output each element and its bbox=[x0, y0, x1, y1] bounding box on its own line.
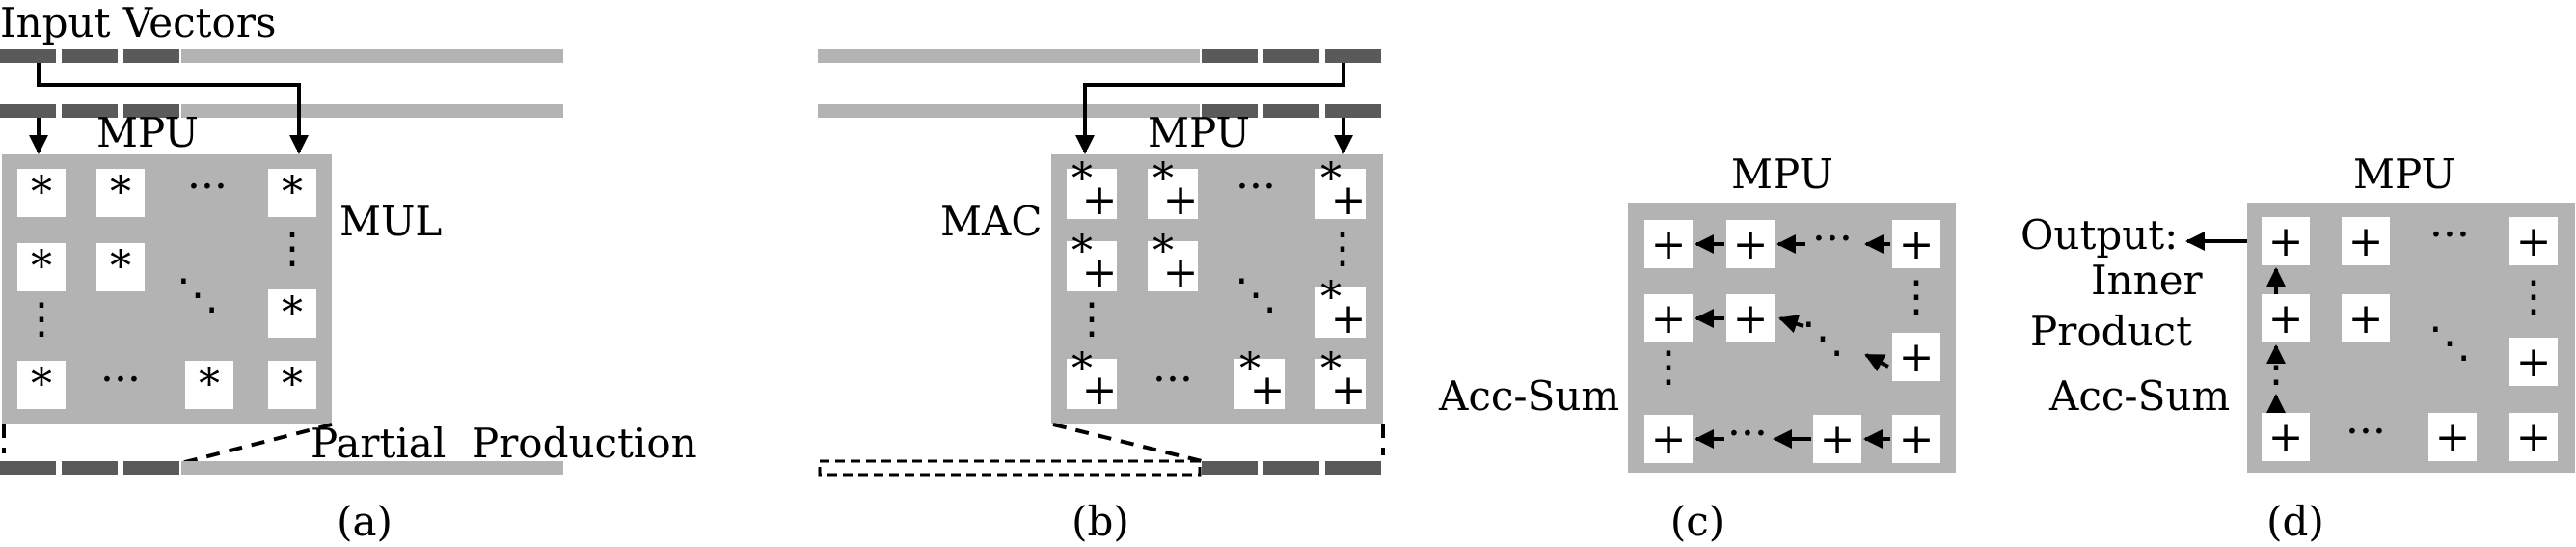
mac-cell-add: + bbox=[1082, 248, 1118, 297]
add-cell: + bbox=[2268, 294, 2304, 343]
mac-cell-mul: * bbox=[1320, 154, 1342, 204]
mul-cell: * bbox=[199, 360, 220, 409]
h-ellipsis: ··· bbox=[100, 355, 141, 404]
mac-cell-add: + bbox=[1082, 366, 1118, 415]
add-cell: + bbox=[2268, 413, 2304, 462]
acc-sum-label-c: Acc-Sum bbox=[1438, 372, 1619, 420]
h-ellipsis: ··· bbox=[2429, 210, 2470, 260]
panel-b: MPU MAC *+ *+ ··· *+ *+ *+ ⋮ ⋮ ⋱ *+ *+ ·… bbox=[818, 49, 1385, 545]
caption-b: (b) bbox=[1071, 498, 1129, 545]
add-cell: + bbox=[1899, 333, 1935, 382]
output-label-line3: Product bbox=[2030, 308, 2192, 355]
panel-d: MPU Output: Inner Product Acc-Sum + + ··… bbox=[2020, 150, 2575, 545]
mac-cell-add: + bbox=[1331, 366, 1367, 415]
partial-production-label: Partial Production bbox=[311, 420, 697, 467]
add-cell: + bbox=[2435, 413, 2471, 462]
mac-cell-add: + bbox=[1331, 176, 1367, 225]
mpu-label-c: MPU bbox=[1731, 150, 1833, 198]
input-vector-2 bbox=[0, 104, 563, 118]
mac-cell-mul: * bbox=[1152, 227, 1174, 276]
add-cell: + bbox=[1820, 415, 1856, 464]
v-ellipsis: ⋮ bbox=[1895, 272, 1938, 321]
mul-cell: * bbox=[110, 168, 131, 217]
h-ellipsis: ··· bbox=[1235, 162, 1276, 211]
input-vector-1 bbox=[818, 49, 1381, 63]
d-ellipsis: ⋱ bbox=[1802, 314, 1844, 363]
v-ellipsis: ⋮ bbox=[1321, 224, 1364, 273]
acc-sum-label-d: Acc-Sum bbox=[2048, 372, 2230, 420]
add-cell: + bbox=[2268, 217, 2304, 266]
d-ellipsis: ⋱ bbox=[176, 270, 219, 319]
caption-a: (a) bbox=[337, 498, 393, 545]
add-cell: + bbox=[1651, 415, 1687, 464]
v-ellipsis: ⋮ bbox=[1647, 342, 1690, 392]
panel-c: MPU Acc-Sum + + + ··· + + ⋮ ⋱ ⋮ + + ··· … bbox=[1438, 150, 1956, 545]
mul-cell: * bbox=[31, 242, 52, 291]
broadcast-arrow bbox=[37, 63, 309, 154]
add-cell: + bbox=[1733, 294, 1769, 343]
add-cell: + bbox=[2516, 217, 2552, 266]
mac-cell-add: + bbox=[1250, 366, 1286, 415]
mul-cell: * bbox=[282, 288, 303, 338]
mpu-label-d: MPU bbox=[2353, 150, 2455, 198]
h-ellipsis: ··· bbox=[1152, 355, 1193, 404]
h-ellipsis: ··· bbox=[1812, 214, 1853, 263]
mac-cell-add: + bbox=[1082, 176, 1118, 225]
mac-cell-add: + bbox=[1163, 176, 1199, 225]
mul-label: MUL bbox=[339, 198, 442, 245]
input-vectors-title: Input Vectors bbox=[0, 0, 276, 46]
d-ellipsis: ⋱ bbox=[2428, 318, 2471, 368]
v-ellipsis: ⋮ bbox=[20, 294, 63, 343]
v-ellipsis: ⋮ bbox=[1071, 294, 1113, 343]
mac-cell-mul: * bbox=[1071, 154, 1093, 204]
mpu-label-a: MPU bbox=[96, 109, 199, 156]
mul-cell: * bbox=[31, 360, 52, 409]
add-cell: + bbox=[1899, 220, 1935, 269]
caption-c: (c) bbox=[1670, 498, 1724, 545]
add-cell: + bbox=[1899, 415, 1935, 464]
v-ellipsis: ⋮ bbox=[2512, 272, 2555, 321]
mac-cell-mul: * bbox=[1152, 154, 1174, 204]
add-cell: + bbox=[2516, 338, 2552, 387]
mac-cell-add: + bbox=[1331, 294, 1367, 343]
broadcast-arrow bbox=[1075, 63, 1345, 154]
partial-production-vector bbox=[0, 461, 563, 475]
h-ellipsis: ··· bbox=[1727, 409, 1768, 458]
mac-cell-mul: * bbox=[1071, 227, 1093, 276]
mac-cell-mul: * bbox=[1320, 273, 1342, 322]
input-vector-2 bbox=[818, 104, 1381, 118]
mac-cell-mul: * bbox=[1071, 344, 1093, 394]
add-cell: + bbox=[2348, 217, 2384, 266]
v-ellipsis: ⋮ bbox=[271, 224, 313, 273]
mac-cell-mul: * bbox=[1320, 344, 1342, 394]
caption-d: (d) bbox=[2266, 498, 2324, 545]
h-ellipsis: ··· bbox=[2346, 407, 2386, 456]
add-cell: + bbox=[1651, 294, 1687, 343]
mul-cell: * bbox=[110, 242, 131, 291]
input-vector-1 bbox=[0, 49, 563, 63]
mac-cell-add: + bbox=[1163, 248, 1199, 297]
output-vector-b bbox=[818, 459, 1381, 477]
mac-cell-mul: * bbox=[1239, 344, 1261, 394]
add-cell: + bbox=[2516, 413, 2552, 462]
h-ellipsis: ··· bbox=[187, 162, 228, 211]
d-ellipsis: ⋱ bbox=[1234, 270, 1277, 319]
mac-label: MAC bbox=[940, 198, 1042, 245]
mul-cell: * bbox=[282, 360, 303, 409]
output-funnel-b bbox=[1052, 423, 1385, 463]
panel-a: Input Vectors MPU * * ··· * * * ⋮ ⋮ bbox=[0, 0, 697, 545]
add-cell: + bbox=[1733, 220, 1769, 269]
add-cell: + bbox=[2348, 294, 2384, 343]
mul-cell: * bbox=[282, 168, 303, 217]
mpu-label-b: MPU bbox=[1148, 109, 1250, 156]
add-cell: + bbox=[1651, 220, 1687, 269]
output-label-line1: Output: bbox=[2020, 211, 2178, 259]
mul-cell: * bbox=[31, 168, 52, 217]
output-label-line2: Inner bbox=[2091, 257, 2204, 304]
output-funnel-a bbox=[2, 423, 333, 465]
